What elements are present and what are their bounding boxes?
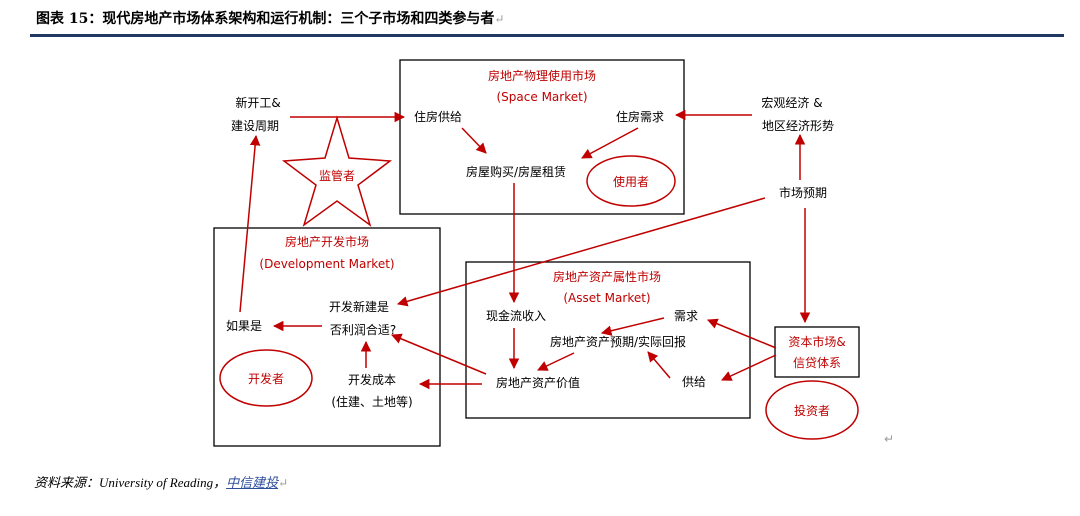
arrow-capital-to-demand [707, 318, 777, 349]
housing-supply-label: 住房供给 [414, 109, 462, 124]
user-ellipse [586, 155, 676, 207]
space-market-title-en: (Space Market) [497, 90, 588, 104]
housing-demand-label: 住房需求 [616, 109, 664, 124]
development-market-box [213, 227, 441, 447]
capital-market-label-1: 资本市场& [788, 334, 845, 349]
dev-market-title-en: (Development Market) [259, 257, 394, 271]
if-yes-label: 如果是 [226, 318, 262, 333]
arrow-demand-to-transaction [581, 127, 639, 159]
figure-title-text: 图表 15：现代房地产市场体系架构和运行机制：三个子市场和四类参与者 [36, 11, 495, 27]
cashflow-label: 现金流收入 [486, 308, 546, 323]
market-expectation-label: 市场预期 [779, 185, 827, 200]
dev-cost-label-2: (住建、土地等) [331, 395, 412, 409]
arrow-value-to-question [391, 333, 487, 375]
source-note: 资料来源：University of Reading，中信建投↵ [34, 472, 288, 491]
developer-label: 开发者 [248, 371, 284, 386]
investor-label: 投资者 [794, 403, 830, 418]
transaction-label: 房屋购买/房屋租赁 [466, 164, 566, 179]
title-rule [30, 34, 1064, 37]
arrow-supply-to-expectation [647, 351, 671, 379]
asset-market-title: 房地产资产属性市场 [553, 269, 661, 284]
regulator-label: 监管者 [319, 168, 355, 183]
source-prefix: 资料来源：University of Reading， [34, 475, 227, 490]
investor-ellipse [765, 380, 859, 440]
asset-market-title-en: (Asset Market) [563, 291, 650, 305]
dev-cost-label-1: 开发成本 [348, 372, 396, 387]
asset-market-box [465, 261, 751, 419]
dev-question-label-2: 否利润合适? [330, 322, 396, 337]
dev-question-label-1: 开发新建是 [329, 299, 389, 314]
macro-label-1: 宏观经济 & [761, 95, 822, 110]
regulator-star-icon [281, 115, 393, 227]
source-link[interactable]: 中信建投 [226, 475, 279, 490]
return-mark: ↵ [494, 12, 505, 26]
new-construction-label-1: 新开工& [235, 95, 280, 110]
paragraph-return-mark: ↵ [884, 432, 895, 446]
new-construction-label-2: 建设周期 [231, 119, 279, 133]
space-market-title: 房地产物理使用市场 [488, 68, 596, 83]
asset-expectation-label: 房地产资产预期/实际回报 [550, 334, 686, 349]
space-market-box [399, 59, 685, 215]
capital-market-box [774, 326, 860, 378]
figure-title: 图表 15：现代房地产市场体系架构和运行机制：三个子市场和四类参与者↵ [36, 8, 504, 28]
arrow-capital-to-supply [721, 354, 777, 381]
arrow-ifyes-to-construction [239, 134, 261, 313]
capital-market-label-2: 信贷体系 [793, 356, 841, 370]
arrow-expectation-to-value [537, 352, 575, 371]
dev-market-title: 房地产开发市场 [285, 234, 369, 249]
user-label: 使用者 [613, 174, 649, 189]
asset-supply-label: 供给 [682, 375, 706, 389]
asset-demand-label: 需求 [674, 309, 698, 323]
arrow-supply-to-transaction [461, 127, 487, 154]
arrow-expectation-to-question [396, 197, 766, 307]
arrow-demand-to-expectation [600, 317, 665, 336]
source-return-mark: ↵ [278, 476, 289, 490]
developer-ellipse [219, 349, 313, 407]
macro-label-2: 地区经济形势 [762, 118, 834, 133]
asset-value-label: 房地产资产价值 [496, 375, 580, 390]
